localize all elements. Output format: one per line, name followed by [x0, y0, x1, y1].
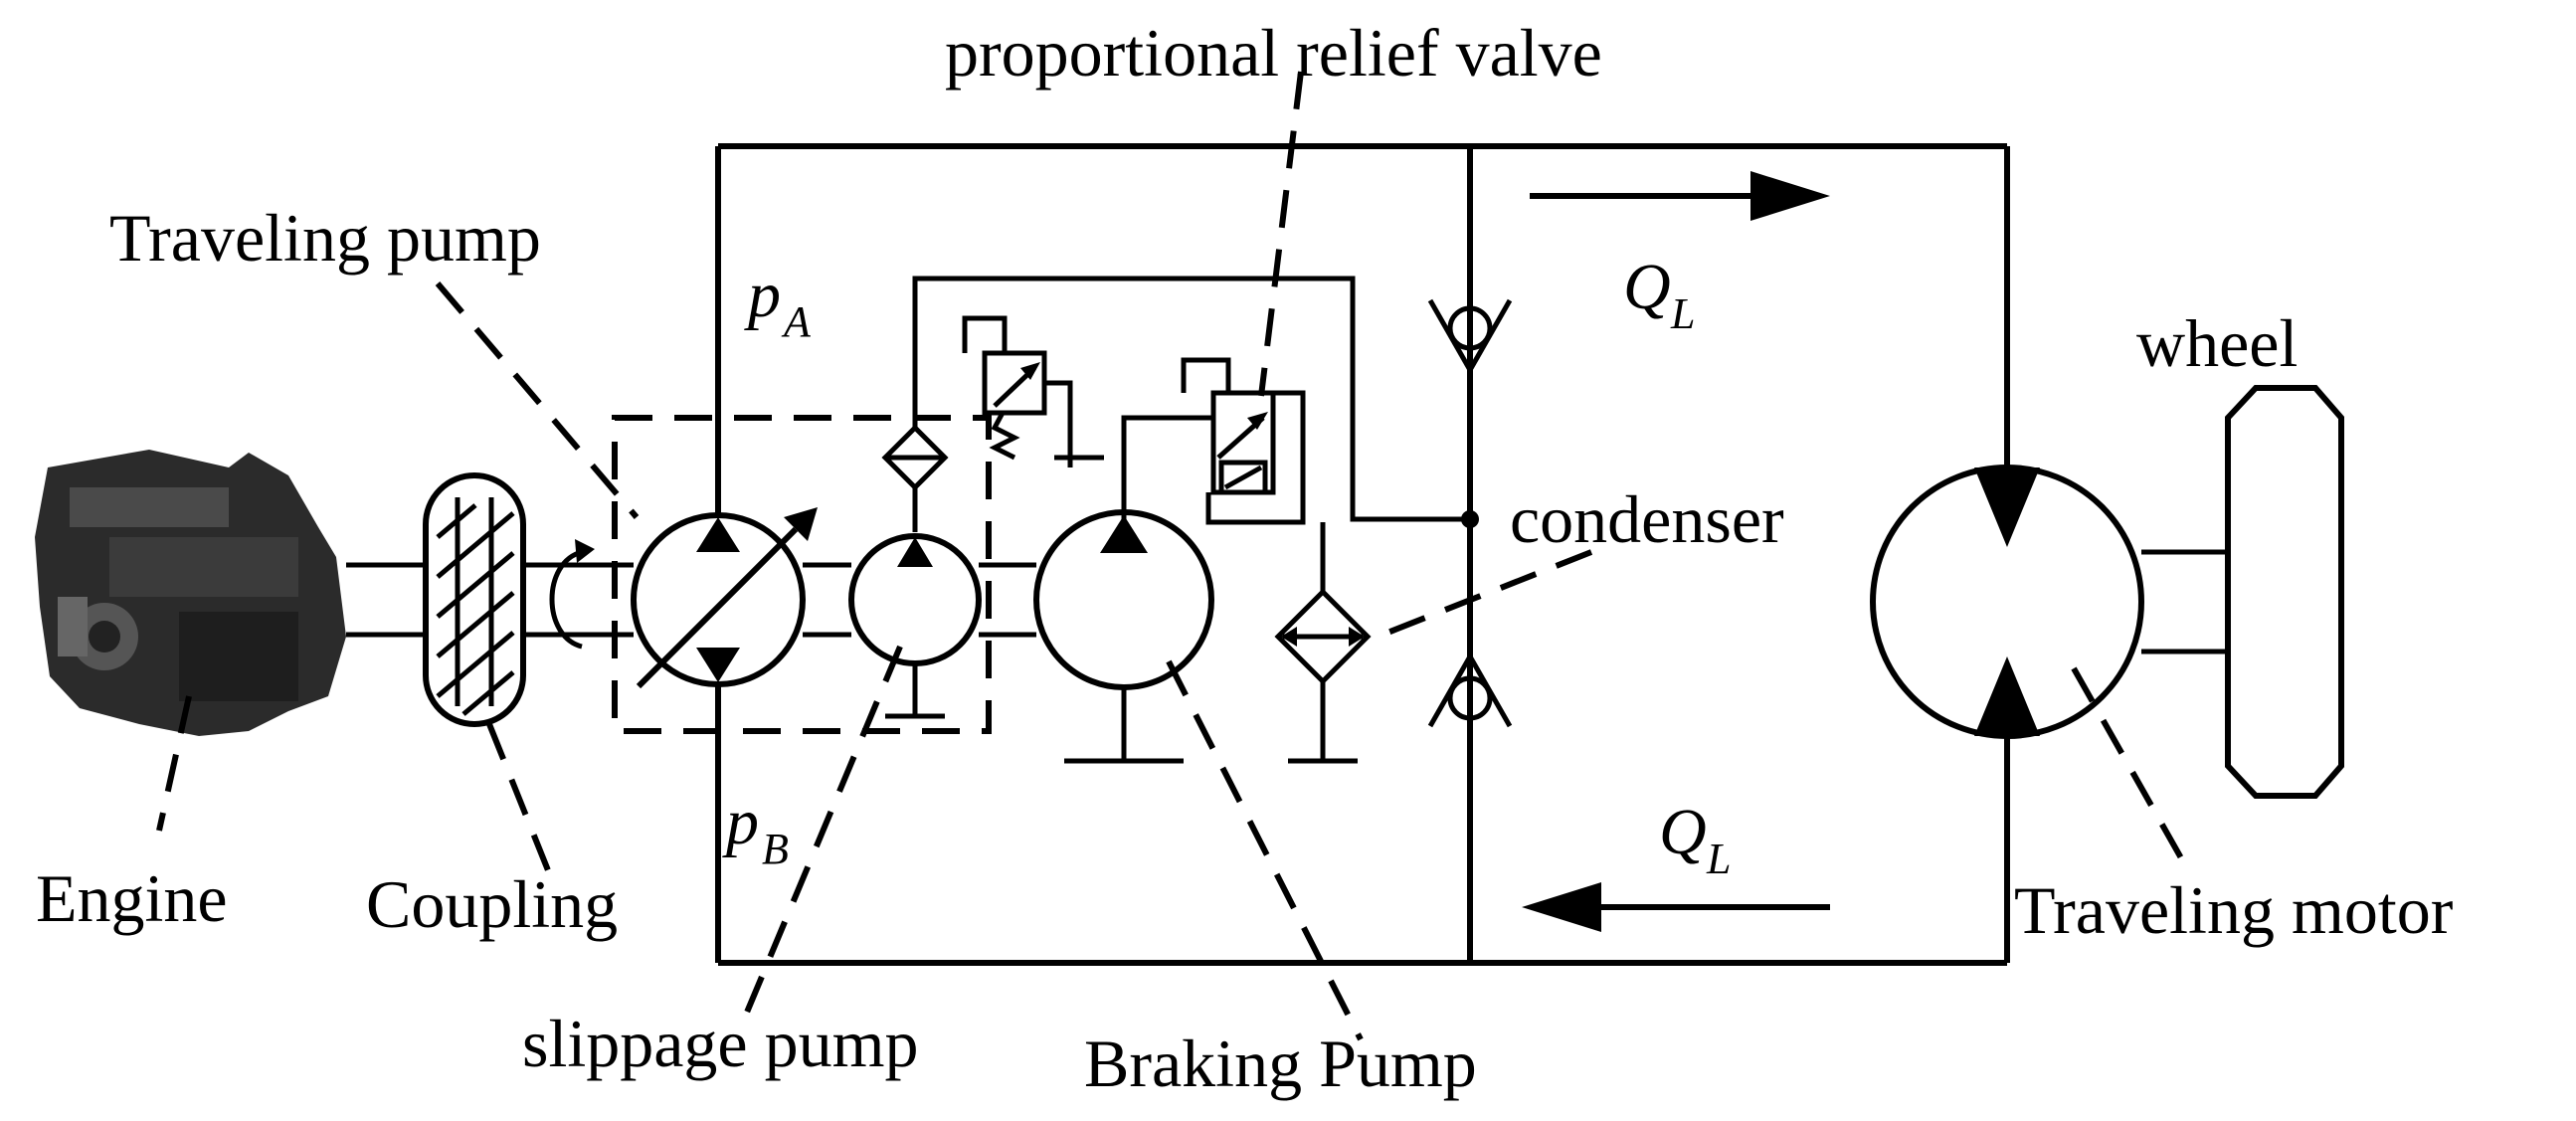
label-coupling: Coupling [366, 866, 618, 942]
symbol-pB: p B [722, 786, 789, 873]
condenser-symbol [1274, 522, 1372, 764]
flow-arrow-top [1530, 171, 1830, 221]
svg-text:Q: Q [1623, 251, 1671, 323]
svg-text:A: A [781, 297, 812, 346]
check-valve-top [1427, 298, 1513, 372]
label-engine: Engine [36, 860, 228, 936]
filter-left [881, 424, 949, 532]
flow-arrow-bottom [1522, 882, 1830, 932]
svg-text:p: p [722, 786, 759, 858]
leader-lines [156, 71, 2191, 1041]
traveling-pump [631, 507, 818, 689]
label-traveling-motor: Traveling motor [2014, 872, 2454, 948]
svg-text:B: B [762, 825, 789, 873]
svg-text:L: L [1706, 835, 1731, 883]
label-slippage-pump: slippage pump [522, 1006, 919, 1081]
symbol-QL-top: Q L [1623, 251, 1695, 338]
main-circuit-lines [715, 143, 2010, 966]
drive-shafts [346, 539, 1036, 650]
label-wheel: wheel [2136, 305, 2298, 381]
label-proportional-relief-valve: proportional relief valve [945, 15, 1602, 91]
svg-text:Q: Q [1659, 796, 1707, 868]
svg-text:p: p [744, 259, 781, 331]
pilot-line [912, 276, 1470, 522]
label-condenser: condenser [1510, 481, 1784, 557]
label-braking-pump: Braking Pump [1084, 1026, 1477, 1101]
coupling [423, 472, 526, 727]
relief-valve-left [912, 298, 1104, 467]
braking-pump [1033, 509, 1214, 764]
proportional-relief-valve [1121, 357, 1306, 537]
pump-group-boundary [612, 415, 992, 734]
label-traveling-pump: Traveling pump [109, 200, 541, 276]
engine-image [35, 450, 346, 736]
traveling-motor [1870, 465, 2228, 739]
wheel-symbol [2225, 385, 2344, 799]
symbol-pA: p A [744, 259, 812, 346]
slippage-pump [848, 533, 982, 719]
symbol-QL-bottom: Q L [1659, 796, 1731, 883]
check-valve-bottom [1427, 654, 1513, 728]
svg-text:L: L [1670, 289, 1695, 338]
